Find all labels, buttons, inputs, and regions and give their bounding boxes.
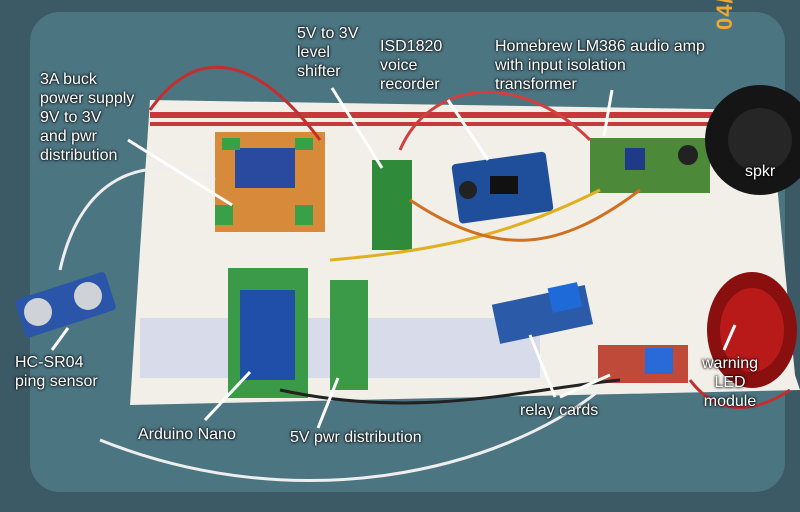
date-stamp: 04/20/202 — [712, 0, 738, 30]
callout-line — [446, 99, 490, 161]
label-line: spkr — [745, 163, 776, 180]
label-level-shifter: 5V to 3V level shifter — [297, 24, 358, 81]
board-stripe — [150, 122, 750, 126]
label-line: relay cards — [520, 402, 599, 419]
relay — [547, 282, 583, 313]
label-line: power supply — [40, 90, 135, 107]
callout-line — [559, 373, 611, 399]
label-ping-sensor: HC-SR04 ping sensor — [15, 353, 98, 391]
callout-line — [50, 327, 70, 351]
label-line: with input isolation — [495, 57, 626, 74]
label-line: ping sensor — [15, 373, 98, 390]
label-pwr-distribution: 5V pwr distribution — [290, 428, 422, 447]
callout-line — [330, 87, 384, 169]
distribution-board — [330, 280, 368, 390]
wire — [99, 388, 601, 482]
wire — [279, 378, 621, 405]
label-arduino-nano: Arduino Nano — [138, 425, 236, 444]
callout-line — [127, 138, 233, 207]
label-line: LED — [714, 374, 746, 391]
sensor-transducer — [74, 282, 102, 310]
label-line: and pwr — [40, 128, 97, 145]
label-voice-recorder: ISD1820 voice recorder — [380, 37, 442, 94]
label-speaker: spkr — [745, 162, 775, 181]
warning-led-lens — [720, 288, 784, 372]
label-line: 9V to 3V — [40, 109, 102, 126]
wire — [329, 188, 601, 262]
label-line: HC-SR04 — [15, 354, 84, 371]
label-line: 5V pwr distribution — [290, 429, 422, 446]
label-line: level — [297, 44, 330, 61]
callout-line — [528, 334, 557, 398]
wire — [688, 379, 791, 409]
label-line: distribution — [40, 147, 118, 164]
relay — [645, 348, 673, 374]
terminal-block — [295, 138, 313, 150]
capacitor — [678, 145, 698, 165]
terminal-block — [215, 205, 233, 225]
label-line: module — [703, 393, 757, 410]
buck-module — [235, 148, 295, 188]
callout-line — [316, 377, 340, 429]
label-line: 5V to 3V — [297, 25, 359, 42]
label-relay-cards: relay cards — [520, 401, 598, 420]
label-line: Homebrew LM386 audio amp — [495, 38, 705, 55]
level-shifter-board — [372, 160, 412, 250]
wire — [148, 65, 322, 141]
wire — [409, 188, 641, 242]
wire — [398, 90, 592, 151]
arduino-nano — [240, 290, 295, 380]
recorder-chip — [490, 176, 518, 194]
terminal-block — [222, 138, 240, 150]
callout-line — [203, 370, 252, 422]
transformer — [625, 148, 645, 170]
board-stripe — [150, 112, 750, 118]
sensor-transducer — [24, 298, 52, 326]
speaker-cone — [728, 108, 792, 172]
label-line: Arduino Nano — [138, 426, 236, 443]
callout-line — [602, 89, 614, 137]
terminal-block — [295, 205, 313, 225]
label-line: recorder — [380, 76, 440, 93]
label-line: 3A buck — [40, 71, 97, 88]
label-line: transformer — [495, 76, 577, 93]
relay-card — [598, 345, 688, 383]
label-line: voice — [380, 57, 418, 74]
label-audio-amp: Homebrew LM386 audio amp with input isola… — [495, 37, 705, 94]
label-buck-supply: 3A buck power supply 9V to 3V and pwr distri… — [40, 70, 134, 165]
label-line: warning — [702, 355, 759, 372]
label-line: shifter — [297, 63, 341, 80]
callout-line — [722, 324, 737, 351]
label-line: ISD1820 — [380, 38, 443, 55]
microphone — [459, 181, 477, 199]
wire — [58, 167, 216, 271]
